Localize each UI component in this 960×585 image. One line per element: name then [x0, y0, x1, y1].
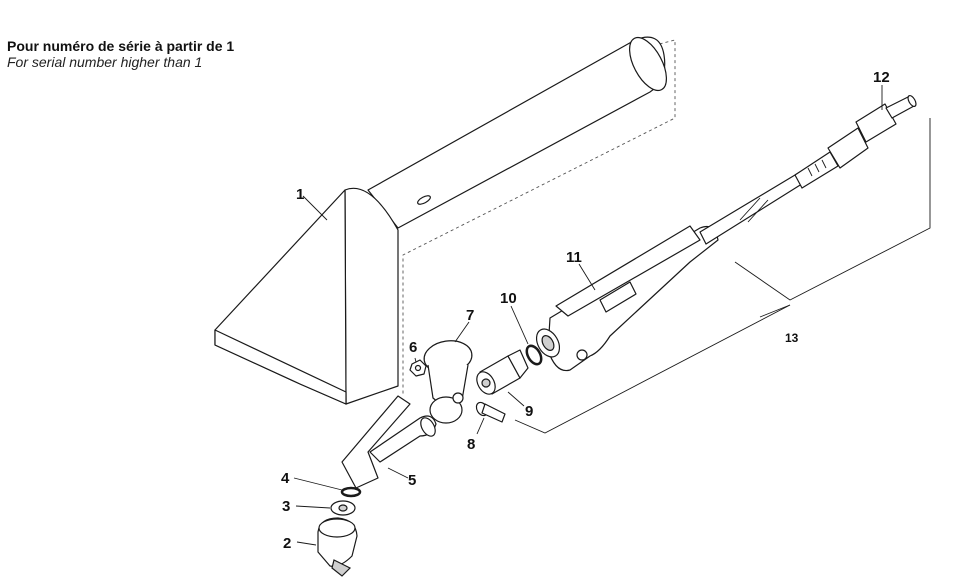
diagram-heading: Pour numéro de série à partir de 1 For s… — [7, 38, 234, 70]
callout-8: 8 — [467, 436, 475, 453]
part-9-fitting — [476, 349, 529, 395]
callout-6: 6 — [409, 339, 417, 356]
heading-french: Pour numéro de série à partir de 1 — [7, 38, 235, 54]
callout-3: 3 — [282, 498, 290, 515]
callout-11: 11 — [566, 249, 582, 266]
callout-12: 12 — [873, 69, 890, 86]
part-10-o-ring — [525, 344, 543, 366]
heading-english: For serial number higher than 1 — [7, 54, 203, 70]
part-1-wand-head — [214, 36, 676, 405]
part-2-spray-nozzle — [317, 517, 358, 577]
callout-4: 4 — [281, 470, 290, 487]
part-6-nut — [409, 359, 427, 377]
callout-13: 13 — [785, 331, 799, 345]
callout-1: 1 — [296, 186, 304, 203]
callout-2: 2 — [283, 535, 291, 552]
part-11-valve-handle — [535, 225, 719, 372]
part-12-quick-coupler — [827, 94, 917, 169]
callout-7: 7 — [466, 307, 474, 324]
callout-5: 5 — [408, 472, 416, 489]
hose — [699, 151, 839, 245]
callout-9: 9 — [525, 403, 533, 420]
part-7-clamp — [423, 340, 473, 424]
part-13-assembly-bracket — [514, 118, 931, 434]
part-4-o-ring — [340, 486, 362, 498]
part-8-screw — [475, 401, 506, 423]
callout-10: 10 — [500, 290, 517, 307]
leader-lines — [293, 85, 883, 546]
part-3-nozzle-insert — [330, 500, 356, 516]
part-5-spray-bracket — [341, 395, 437, 489]
